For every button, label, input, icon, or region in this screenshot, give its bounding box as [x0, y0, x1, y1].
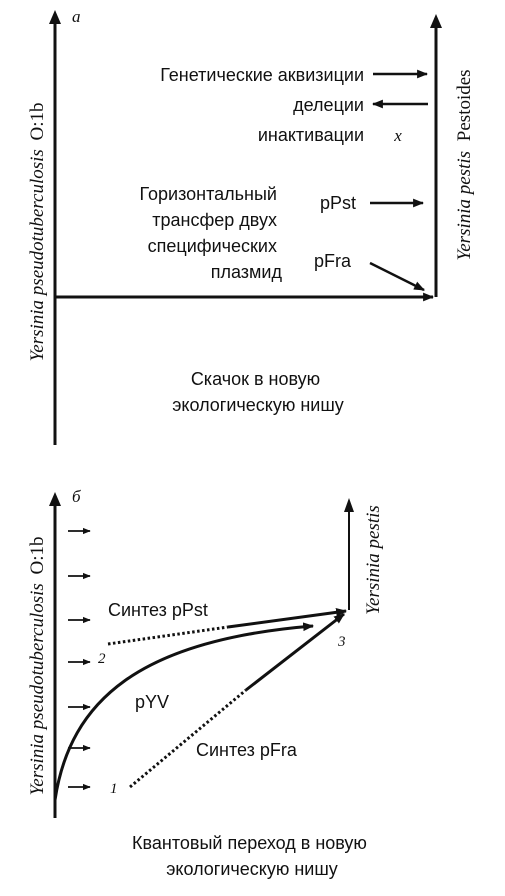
synth-fra-label: Синтез pFra: [196, 740, 298, 760]
panel-b-caption-line-2: экологическую нишу: [166, 859, 338, 879]
panel-b-left-axis-arrowhead: [49, 492, 61, 506]
transfer-line-2: трансфер двух: [152, 210, 277, 230]
point-3-label: 3: [337, 634, 346, 650]
panel-a-left-axis-label: Yersinia pseudotuberculosis O:1b: [27, 102, 48, 361]
fra-dotted-path: [129, 688, 247, 789]
panel-a: а Yersinia pseudotuberculosis O:1b Yersi…: [27, 7, 475, 445]
panel-a-caption-line-1: Скачок в новую: [191, 369, 320, 389]
point-1-label: 1: [110, 781, 118, 797]
inactivations-label: инактивации: [258, 125, 364, 145]
panel-b-letter: б: [72, 487, 81, 506]
pyv-label: pYV: [135, 692, 169, 712]
panel-a-right-axis-arrowhead: [430, 14, 442, 28]
panel-b-right-axis-arrowhead: [344, 498, 354, 512]
panel-a-letter: а: [72, 7, 81, 26]
synth-pst-label: Синтез pPst: [108, 600, 208, 620]
panel-b-caption: Квантовый переход в новую экологическую …: [132, 833, 372, 879]
panel-a-caption: Скачок в новую экологическую нишу: [172, 369, 344, 415]
plasmid-pst-label: pPst: [320, 193, 356, 213]
acquisitions-label: Генетические аквизиции: [160, 65, 364, 85]
inactivation-mark: x: [393, 126, 402, 145]
panel-a-right-axis-label: Yersinia pestis Pestoides: [454, 69, 475, 260]
panel-b: б Yersinia pseudotuberculosis O:1b Yersi…: [27, 487, 384, 879]
panel-b-left-axis-label: Yersinia pseudotuberculosis O:1b: [27, 536, 48, 795]
pst-solid-path: [227, 607, 348, 629]
panel-a-caption-line-2: экологическую нишу: [172, 395, 344, 415]
pyv-curve: [53, 622, 315, 801]
panel-a-left-axis-arrowhead: [49, 10, 61, 24]
plasmid-fra-arrow: [369, 261, 425, 292]
transfer-line-4: плазмид: [211, 262, 283, 282]
pst-dotted-path: [107, 625, 229, 646]
transfer-line-1: Горизонтальный: [139, 184, 277, 204]
plasmid-fra-label: pFra: [314, 251, 352, 271]
fra-solid-path: [245, 612, 345, 692]
deletions-label: делеции: [293, 95, 364, 115]
left-axis-small-arrows: [68, 527, 91, 791]
transfer-line-3: специфических: [148, 236, 277, 256]
panel-b-caption-line-1: Квантовый переход в новую: [132, 833, 367, 853]
transfer-text: Горизонтальный трансфер двух специфическ…: [139, 184, 282, 282]
point-2-label: 2: [98, 651, 106, 667]
panel-b-right-axis-label: Yersinia pestis: [363, 505, 384, 615]
